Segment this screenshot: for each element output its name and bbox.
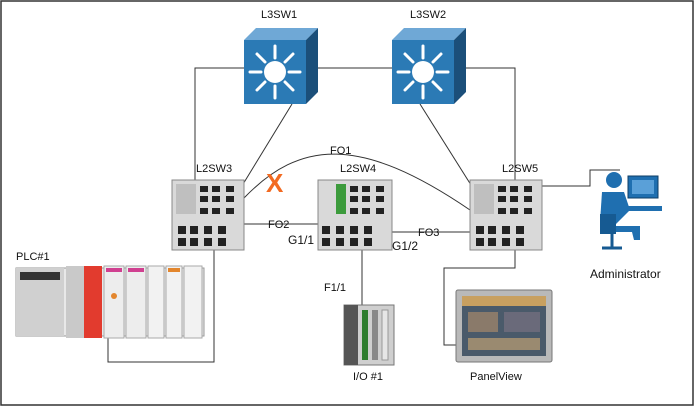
- f11-label: F1/1: [324, 282, 346, 294]
- plc-rack-icon: [15, 265, 205, 339]
- l2sw4-node: L2SW4: [317, 163, 393, 251]
- fo1-label: FO1: [330, 145, 351, 157]
- administrator-label: Administrator: [590, 267, 661, 281]
- l2sw3-label: L2SW3: [196, 163, 232, 175]
- io-label: I/O #1: [353, 371, 383, 383]
- industrial-switch-icon: [171, 179, 245, 251]
- l3-switch-icon: [244, 28, 318, 104]
- link-l2sw5-admin: [542, 169, 620, 187]
- fo2-label: FO2: [268, 219, 289, 231]
- link-l3sw1-l2sw3: [194, 67, 244, 180]
- l2sw5-node: L2SW5: [469, 163, 543, 251]
- link-fo1: [243, 153, 471, 211]
- admin-workstation-icon: [600, 172, 662, 250]
- fo3-label: FO3: [418, 227, 439, 239]
- panelview-node: PanelView: [455, 289, 553, 383]
- administrator-node: Administrator: [590, 172, 662, 281]
- l3sw2-node: L3SW2: [392, 9, 466, 104]
- plc-node: PLC#1: [15, 251, 205, 339]
- g12-label: G1/2: [392, 239, 418, 253]
- plc-label: PLC#1: [16, 251, 50, 263]
- l3sw1-label: L3SW1: [261, 9, 297, 21]
- link-l2sw5-panelview: [443, 250, 516, 346]
- l3-switch-icon: [392, 28, 466, 104]
- l3sw1-node: L3SW1: [244, 9, 318, 104]
- blocked-link-marker: X: [266, 168, 284, 198]
- panelview-label: PanelView: [470, 371, 522, 383]
- industrial-switch-icon: [469, 179, 543, 251]
- industrial-switch-icon: [317, 179, 393, 251]
- l2sw4-label: L2SW4: [340, 163, 376, 175]
- hmi-panel-icon: [455, 289, 553, 363]
- io-node: I/O #1: [343, 304, 395, 383]
- g11-label: G1/1: [288, 233, 314, 247]
- link-l3sw2-l2sw5: [466, 67, 516, 180]
- l2sw3-node: L2SW3: [171, 163, 245, 251]
- io-module-icon: [343, 304, 395, 366]
- l2sw5-label: L2SW5: [502, 163, 538, 175]
- l3sw2-label: L3SW2: [410, 9, 446, 21]
- link-l2sw3-plc: [107, 250, 215, 363]
